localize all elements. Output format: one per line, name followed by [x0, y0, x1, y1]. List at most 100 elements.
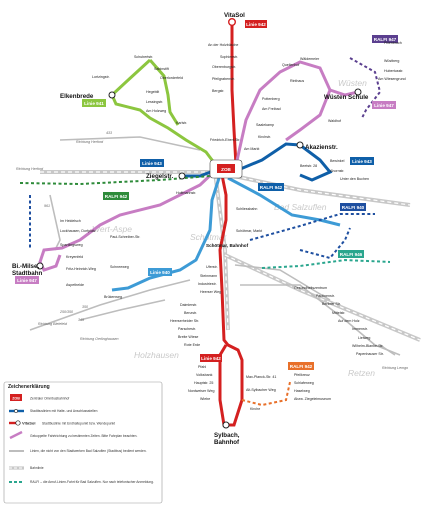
legend: Zeichenerklärung ZOB Zentraler Omnibusba…: [3, 381, 163, 504]
district-bad-salzuflen: Bad Salzuflen: [274, 202, 327, 212]
svg-text:Pfahl: Pfahl: [198, 365, 206, 369]
svg-text:Ahornstr.: Ahornstr.: [330, 169, 344, 173]
svg-text:VitaSol: VitaSol: [22, 421, 36, 426]
rail-direction-labels: Richtung Herford Richtung Herford Richtu…: [16, 131, 408, 370]
svg-text:Sabinstift: Sabinstift: [154, 67, 169, 71]
badge-ralfi-942-green: RALFI 942: [103, 192, 129, 200]
stops-right: Gesundheitszentrum Paulinenstr. Berliner…: [294, 286, 384, 356]
svg-text:Hoffmannstr.: Hoffmannstr.: [176, 191, 196, 195]
main-stop-markers: [36, 88, 362, 429]
svg-text:Bergstr.: Bergstr.: [212, 89, 224, 93]
svg-text:Bahnlinie: Bahnlinie: [30, 466, 44, 470]
svg-text:Industriestr.: Industriestr.: [198, 282, 217, 286]
svg-text:Friedrich-Ebert-Str.: Friedrich-Ebert-Str.: [210, 138, 240, 142]
stops-center: Hoffmannstr. Schliessbahn Schötmar, Mark…: [176, 191, 262, 294]
svg-text:Paul-Schreiber-Str.: Paul-Schreiber-Str.: [110, 235, 140, 239]
svg-text:Linie 941: Linie 941: [84, 101, 104, 106]
badge-linie-941: Linie 941: [82, 99, 106, 107]
svg-text:Kirchstr.: Kirchstr.: [258, 135, 271, 139]
svg-text:Im Heidelsch: Im Heidelsch: [60, 219, 81, 223]
svg-text:Richtung Herford: Richtung Herford: [76, 140, 104, 144]
svg-text:Kreyenfeld: Kreyenfeld: [66, 255, 83, 259]
svg-text:Wiebe: Wiebe: [200, 397, 210, 401]
svg-text:Zentraler Omnibusbahnhof: Zentraler Omnibusbahnhof: [30, 397, 69, 401]
svg-text:Richtung Herford: Richtung Herford: [16, 167, 44, 171]
stops-943: Bewinkel Beetstr. 28 Ahornstr. Unter den…: [300, 159, 369, 181]
label-schoetmar-bahnhof: Schötmar, Bahnhof: [206, 243, 249, 248]
district-retzen: Retzen: [348, 368, 375, 378]
district-holzhausen: Holzhausen: [134, 350, 179, 360]
stop-wuesten-schule: [354, 88, 362, 96]
line-947: [38, 60, 359, 272]
svg-text:Stadtbuslinien mit Halte- und: Stadtbuslinien mit Halte- und Anschlusss…: [30, 409, 98, 413]
label-elkenbrede: Elkenbrede: [60, 93, 94, 100]
svg-text:RALFI 940: RALFI 940: [342, 205, 365, 210]
svg-text:Oberlorderfeld: Oberlorderfeld: [160, 76, 183, 80]
svg-text:961: 961: [44, 204, 50, 208]
badge-linie-942-bottom: Linie 942: [200, 354, 222, 362]
label-wuesten-schule: Wüsten Schule: [324, 94, 369, 101]
svg-text:ZOB: ZOB: [12, 397, 20, 401]
svg-text:Sophienstr.: Sophienstr.: [220, 55, 238, 59]
ralfi-lines: [19, 57, 391, 407]
svg-text:Mittelstr.: Mittelstr.: [332, 311, 345, 315]
svg-text:RALFI 947: RALFI 947: [374, 37, 397, 42]
svg-text:Gekoppelte Fahrtrichtung zu be: Gekoppelte Fahrtrichtung zu bestimmten Z…: [30, 434, 137, 438]
stops-west: Im Heidelsch Lockhausen, Dorfplatz Spart…: [60, 219, 140, 299]
svg-text:Beetstr. 28: Beetstr. 28: [300, 164, 317, 168]
label-ziegelstr: Ziegelstr.: [146, 173, 173, 180]
svg-text:Pfeilgrabenstr.: Pfeilgrabenstr.: [212, 77, 235, 81]
svg-text:Wüstberg: Wüstberg: [384, 59, 399, 63]
svg-text:Linie 940: Linie 940: [150, 270, 170, 275]
svg-text:Linie 943: Linie 943: [142, 161, 162, 166]
svg-text:Papenhauser Str.: Papenhauser Str.: [356, 352, 384, 356]
svg-text:Lortzingstr.: Lortzingstr.: [92, 75, 110, 79]
badge-ralfi-942-orange: RALFI 942: [288, 362, 314, 370]
svg-text:Saalekamp: Saalekamp: [256, 123, 274, 127]
svg-text:Daimlerstr.: Daimlerstr.: [180, 303, 197, 307]
svg-text:Rinthaus: Rinthaus: [290, 79, 304, 83]
svg-text:Am Markt: Am Markt: [244, 147, 259, 151]
svg-text:Lessingstr.: Lessingstr.: [146, 100, 163, 104]
stops-947-north: Quellenhof Wäldemeier Rinthaus Pottenber…: [256, 41, 406, 139]
label-stadtbahn: Stadtbahn: [12, 270, 42, 277]
svg-text:Wilhelm-Blanke-Str.: Wilhelm-Blanke-Str.: [352, 344, 384, 348]
badge-linie-942-top: Linie 942: [245, 20, 267, 28]
svg-text:RALFI 942: RALFI 942: [105, 194, 128, 199]
svg-text:Steinmann: Steinmann: [200, 274, 217, 278]
svg-text:Schötmar, Markt: Schötmar, Markt: [236, 229, 262, 233]
stops-941: Schubertstr. Sabinstift Oberlorderfeld L…: [92, 55, 187, 125]
svg-text:Hegebilt: Hegebilt: [146, 90, 159, 94]
svg-text:Heerser Weg: Heerser Weg: [200, 290, 221, 294]
svg-text:Kirche: Kirche: [250, 407, 260, 411]
svg-text:Pfeilkreuz: Pfeilkreuz: [294, 373, 310, 377]
svg-text:Schlaferweg: Schlaferweg: [294, 381, 314, 385]
svg-text:Richtung Oerlinghausen: Richtung Oerlinghausen: [80, 337, 119, 341]
zob-label: ZOB: [221, 167, 231, 172]
svg-text:Wäldemeier: Wäldemeier: [300, 57, 320, 61]
vitasol-terminus-marker: [227, 18, 236, 27]
svg-text:Parschestr.: Parschestr.: [178, 327, 196, 331]
svg-text:Hubertusstr.: Hubertusstr.: [384, 69, 403, 73]
badge-ralfi-946: RALFI 946: [338, 250, 364, 258]
svg-text:Waldhof: Waldhof: [328, 119, 341, 123]
svg-text:Linien, die nicht von den Stad: Linien, die nicht von den Stadtwerken Ba…: [30, 449, 147, 453]
svg-text:433: 433: [106, 131, 112, 135]
label-bi-milse: Bi.-Milse,: [12, 263, 39, 270]
svg-text:Quellenhof: Quellenhof: [282, 63, 299, 67]
svg-text:350: 350: [82, 305, 88, 309]
label-sylbach: Sylbach,: [214, 432, 240, 439]
legend-title: Zeichenerklärung: [8, 384, 50, 390]
svg-text:Benzstr.: Benzstr.: [184, 311, 197, 315]
svg-text:Am Wiesengrund: Am Wiesengrund: [378, 77, 406, 81]
badge-ralfi-940: RALFI 940: [340, 203, 366, 211]
svg-text:Abzw. Ziegeleimuseum: Abzw. Ziegeleimuseum: [294, 397, 331, 401]
svg-text:Linie 942: Linie 942: [246, 22, 266, 27]
svg-text:Unter den Buchen: Unter den Buchen: [340, 177, 369, 181]
svg-text:Auf dem Holz: Auf dem Holz: [338, 319, 360, 323]
svg-text:Lockhausen, Dorfplatz: Lockhausen, Dorfplatz: [60, 229, 96, 233]
svg-text:Linie 942: Linie 942: [201, 356, 221, 361]
stop-ziegelstr: [178, 172, 186, 180]
svg-text:Breite Wiese: Breite Wiese: [178, 335, 198, 339]
badge-ralfi-947: RALFI 947: [372, 35, 398, 43]
